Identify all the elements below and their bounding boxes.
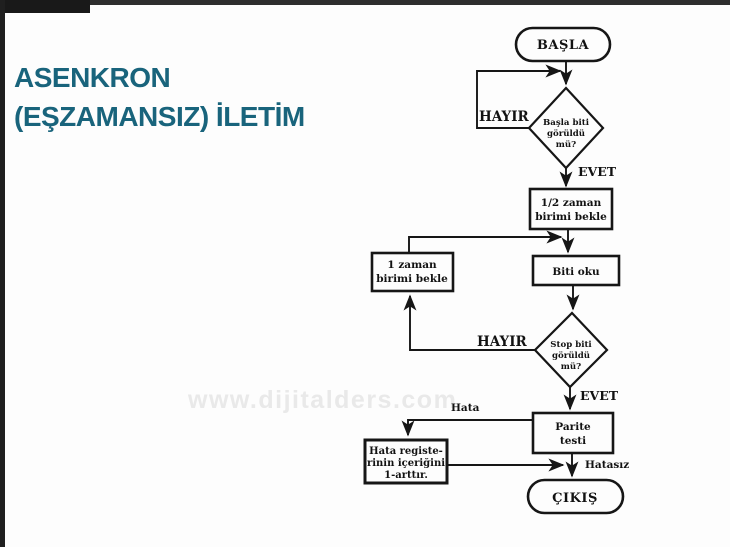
decision-stop-bit-line1: Stop biti bbox=[550, 340, 592, 350]
box-one-time-wait-line1: 1 zaman bbox=[387, 259, 437, 271]
exit-terminal bbox=[526, 478, 625, 515]
start-terminal bbox=[514, 26, 612, 63]
decision-start-bit-line3: mü? bbox=[556, 139, 576, 150]
decision-start-bit-line1: Başla biti bbox=[543, 118, 590, 128]
connector-no2-loop bbox=[403, 294, 535, 351]
label-yes2: EVET bbox=[580, 388, 619, 403]
decision-start-bit bbox=[527, 86, 605, 170]
slide-title-line2: (EŞZAMANSIZ) İLETİM bbox=[14, 101, 305, 132]
connector-error-branch bbox=[401, 419, 533, 437]
label-error: Hata bbox=[451, 402, 480, 414]
box-read-bit-label: Biti oku bbox=[552, 266, 600, 278]
box-half-time-wait-line2: birimi bekle bbox=[535, 211, 607, 223]
box-parity-test-line2: testi bbox=[560, 435, 586, 447]
box-error-register-line3: 1-arttır. bbox=[384, 470, 428, 481]
exit-terminal-label: ÇIKIŞ bbox=[552, 491, 598, 506]
box-one-time-wait-line2: birimi bekle bbox=[376, 273, 448, 285]
decision-start-bit-line2: görüldü bbox=[547, 128, 585, 139]
box-read-bit bbox=[531, 254, 621, 287]
box-error-register-line2: rinin içeriğini bbox=[367, 458, 445, 469]
box-one-time-wait bbox=[370, 251, 455, 293]
box-half-time-wait-line1: 1/2 zaman bbox=[541, 197, 602, 209]
box-half-time-wait bbox=[528, 187, 614, 231]
decision-stop-bit-line3: mü? bbox=[561, 361, 581, 372]
label-no2: HAYIR bbox=[477, 334, 528, 350]
label-no-error: Hatasız bbox=[585, 459, 629, 471]
box-parity-test bbox=[531, 411, 615, 455]
watermark-text: www.dijitalders.com bbox=[188, 386, 458, 414]
decision-stop-bit bbox=[533, 311, 609, 389]
label-yes1: EVET bbox=[578, 164, 617, 179]
box-error-register bbox=[363, 438, 449, 485]
decision-stop-bit-line2: görüldü bbox=[552, 350, 590, 361]
connector-onewait-to-junction bbox=[408, 230, 563, 253]
label-no1: HAYIR bbox=[479, 109, 530, 125]
connector-no1-loop bbox=[476, 64, 562, 129]
slide-left-border bbox=[0, 0, 5, 547]
slide-top-left-corner-block bbox=[0, 0, 90, 13]
slide-title: ASENKRON (EŞZAMANSIZ) İLETİM bbox=[14, 58, 354, 136]
start-terminal-label: BAŞLA bbox=[537, 38, 590, 53]
slide-title-line1: ASENKRON bbox=[14, 62, 171, 93]
slide-top-border bbox=[0, 0, 730, 5]
box-error-register-line1: Hata registe- bbox=[369, 446, 443, 457]
box-parity-test-line1: Parite bbox=[555, 421, 591, 433]
